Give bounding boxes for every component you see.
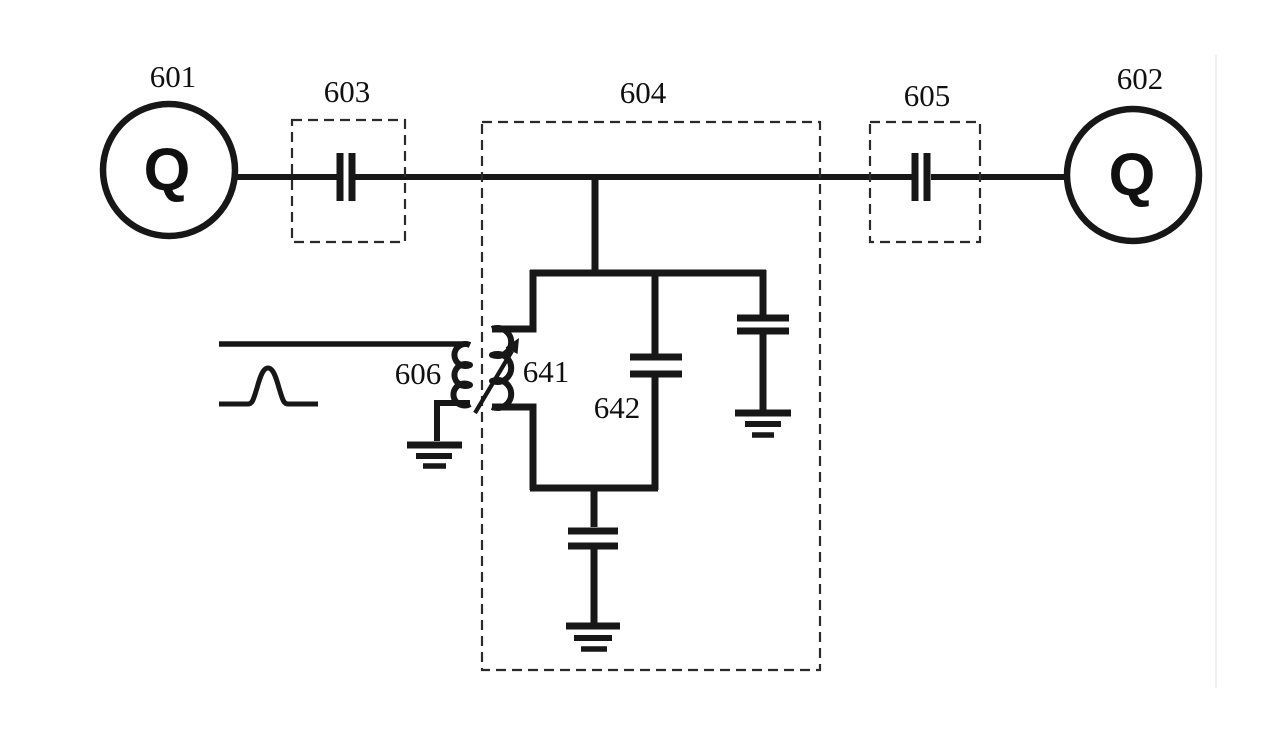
shunt-capacitor-branch: 642	[594, 270, 682, 490]
ref-label-641: 641	[523, 354, 570, 389]
tunable-coupler: 604 641 642	[473, 75, 822, 672]
qubit-left: Q 601	[99, 59, 239, 240]
flux-drive-line: 606	[219, 341, 473, 469]
right-ground-capacitor-branch	[735, 270, 791, 438]
inductor-coil-641	[489, 325, 515, 411]
qubit-symbol: Q	[144, 136, 191, 203]
qubit-circle	[99, 100, 239, 240]
ground-symbol	[407, 441, 462, 469]
tunable-inductor-branch: 641	[473, 270, 570, 490]
dashed-box-605	[868, 120, 982, 244]
ref-label-602: 602	[1117, 61, 1164, 96]
wire-segment	[492, 403, 537, 490]
coupling-capacitor-right: 605	[868, 78, 982, 244]
ref-label-605: 605	[904, 78, 951, 113]
ground-symbol	[566, 622, 620, 652]
qubit-right: Q 602	[1063, 61, 1203, 245]
tunability-arrow	[473, 349, 514, 415]
coupling-capacitor-left: 603	[290, 74, 407, 244]
pulse-waveform	[219, 365, 318, 407]
dashed-box-603	[290, 118, 407, 244]
dashed-box-604	[480, 120, 822, 672]
ref-label-606: 606	[395, 356, 442, 391]
wire-segment	[492, 270, 537, 333]
ground-symbol	[735, 409, 791, 438]
qubit-symbol: Q	[1109, 141, 1156, 208]
ref-label-642: 642	[594, 390, 641, 425]
qubit-circle	[1063, 105, 1203, 245]
ref-label-603: 603	[324, 74, 371, 109]
tunability-arrowhead	[505, 338, 519, 354]
bottom-ground-capacitor-branch	[566, 485, 620, 652]
ref-label-604: 604	[620, 75, 667, 110]
ref-label-601: 601	[150, 59, 197, 94]
inductor-coil-606	[450, 341, 473, 409]
wire-segment	[434, 400, 470, 441]
